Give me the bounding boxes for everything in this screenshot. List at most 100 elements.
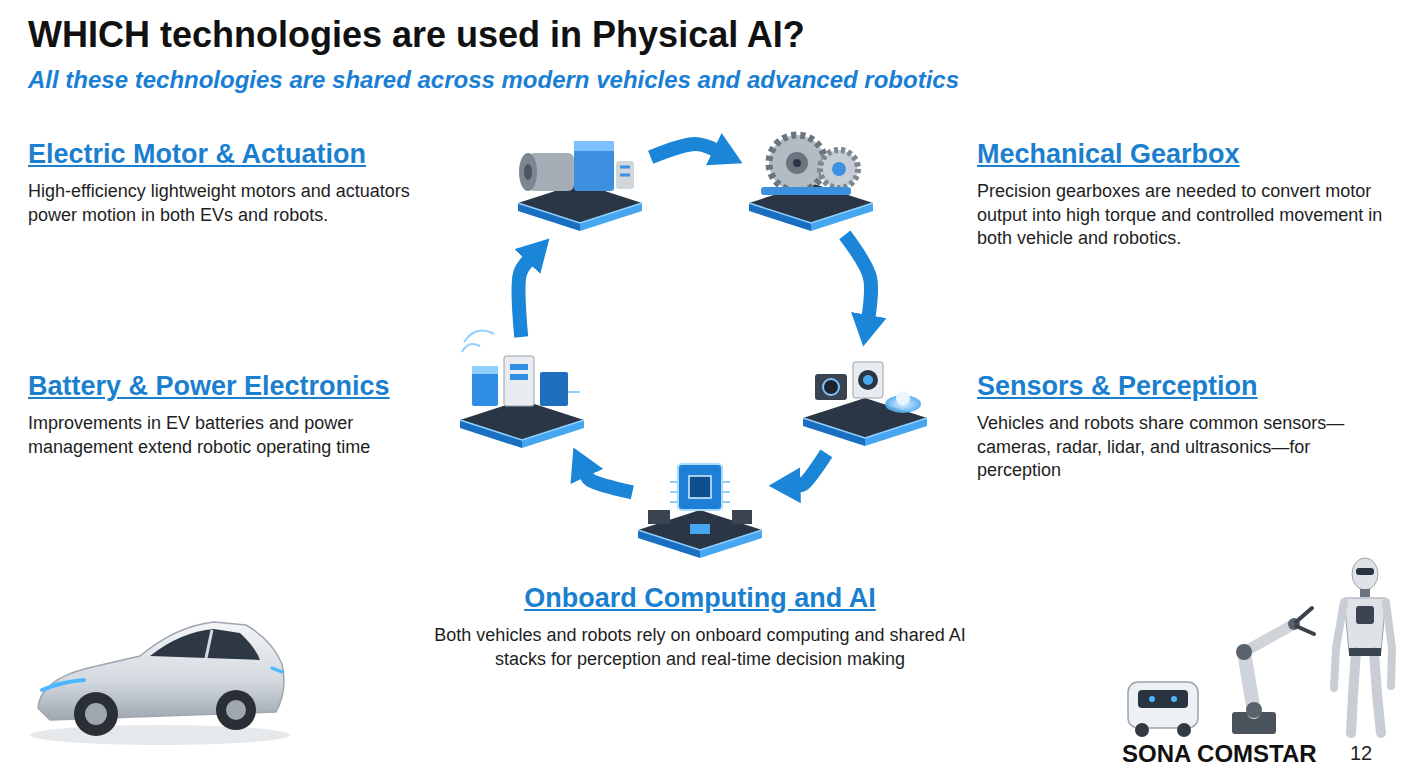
humanoid-robot — [1352, 558, 1378, 590]
motor-icon — [616, 161, 634, 189]
car-illustration — [206, 630, 212, 658]
car-illustration — [42, 680, 84, 690]
battery-icon — [504, 356, 534, 406]
technology-node: Mechanical GearboxPrecision gearboxes ar… — [752, 128, 870, 228]
delivery-robot — [1128, 682, 1198, 728]
battery-icon — [462, 330, 494, 352]
node-description: Improvements in EV batteries and power m… — [28, 412, 443, 459]
robot-arm — [1296, 626, 1314, 634]
delivery-robot — [1138, 690, 1188, 708]
gearbox-icon — [749, 183, 873, 231]
node-heading: Battery & Power Electronics — [28, 370, 443, 402]
motor-icon — [574, 141, 614, 151]
delivery-robot — [1171, 696, 1177, 702]
battery-icon — [460, 400, 584, 448]
humanoid-robot — [1356, 606, 1374, 624]
humanoid-robot — [1334, 602, 1344, 688]
cycle-arrow — [799, 453, 827, 485]
battery-icon — [540, 372, 568, 406]
robot-arm — [1236, 644, 1252, 660]
car-illustration — [150, 629, 260, 660]
car-illustration — [85, 703, 107, 725]
cycle-arrow — [651, 144, 716, 157]
computing-icon — [732, 510, 752, 524]
subtitle: All these technologies are shared across… — [28, 66, 959, 94]
humanoid-robot — [1351, 652, 1356, 733]
node-description: Both vehicles and robots rely on onboard… — [410, 624, 990, 671]
battery-icon — [472, 366, 498, 406]
humanoid-robot — [1386, 602, 1392, 686]
robot-arm — [1232, 608, 1314, 734]
node-text-group: Sensors & PerceptionVehicles and robots … — [977, 370, 1392, 483]
car-illustration — [74, 692, 118, 736]
battery-icon — [510, 374, 528, 380]
gearbox-icon — [786, 152, 808, 174]
node-description: Precision gearboxes are needed to conver… — [977, 180, 1392, 250]
page-number: 12 — [1350, 742, 1372, 765]
node-heading: Sensors & Perception — [977, 370, 1392, 402]
battery-icon — [472, 366, 498, 374]
node-heading: Onboard Computing and AI — [410, 582, 990, 614]
gearbox-icon — [749, 135, 873, 231]
computing-icon — [678, 464, 722, 510]
slide-title: WHICH technologies are used in Physical … — [28, 14, 805, 56]
node-text-group: Mechanical GearboxPrecision gearboxes ar… — [977, 138, 1392, 251]
sensors-icon — [896, 391, 910, 405]
motor-icon — [524, 164, 532, 180]
delivery-robot — [1149, 696, 1155, 702]
node-heading: Mechanical Gearbox — [977, 138, 1392, 170]
motor-icon — [620, 174, 630, 177]
humanoid-robot — [1349, 648, 1381, 656]
humanoid-robot — [1344, 598, 1386, 652]
motor-icon — [574, 141, 614, 191]
humanoid-robot — [1356, 568, 1374, 575]
motor-icon — [519, 153, 537, 191]
sensors-icon — [853, 362, 883, 398]
computing-icon — [689, 476, 711, 498]
computing-icon — [638, 510, 762, 558]
node-text-group: Electric Motor & ActuationHigh-efficienc… — [28, 138, 458, 227]
car-illustration — [272, 668, 282, 672]
humanoid-robot — [1334, 558, 1392, 733]
battery-icon — [460, 330, 584, 448]
car-illustration — [30, 725, 290, 745]
cycle-arrow — [586, 475, 632, 493]
robot-arm — [1246, 702, 1262, 718]
gearbox-icon — [793, 159, 801, 167]
gearbox-icon — [832, 162, 846, 176]
node-text-group: Battery & Power ElectronicsImprovements … — [28, 370, 443, 459]
computing-icon — [690, 524, 710, 534]
technology-node: Sensors & PerceptionVehicles and robots … — [808, 355, 923, 447]
gearbox-icon — [761, 187, 851, 195]
battery-icon — [510, 364, 528, 370]
robot-arm — [1244, 624, 1294, 652]
node-text-group: Onboard Computing and AI Both vehicles an… — [410, 582, 990, 671]
technology-node: Battery & Power ElectronicsImprovements … — [455, 345, 590, 445]
node-heading: Electric Motor & Actuation — [28, 138, 458, 170]
delivery-robot — [1177, 723, 1191, 737]
technology-node: Onboard Computing and AIBoth vehicles an… — [640, 465, 762, 560]
car-illustration — [216, 690, 256, 730]
delivery-robot — [1135, 723, 1149, 737]
sensors-icon — [863, 375, 873, 385]
sensors-icon — [823, 379, 839, 395]
sensors-icon — [858, 370, 878, 390]
brand-name: SONA COMSTAR — [1122, 740, 1317, 768]
humanoid-robot — [1360, 589, 1370, 597]
cycle-arrow — [845, 235, 871, 317]
battery-icon — [568, 391, 580, 393]
sensors-icon — [815, 374, 847, 400]
car-illustration — [30, 622, 290, 745]
sensors-icon — [803, 362, 927, 446]
node-description: Vehicles and robots share common sensors… — [977, 412, 1392, 482]
motor-icon — [518, 141, 642, 231]
technology-node: Electric Motor & ActuationHigh-efficienc… — [518, 128, 643, 228]
motor-icon — [620, 166, 630, 169]
cycle-arrow — [519, 260, 529, 337]
car-illustration — [226, 700, 246, 720]
robot-arm — [1296, 608, 1312, 622]
node-description: High-efficiency lightweight motors and a… — [28, 180, 458, 227]
humanoid-robot — [1374, 652, 1381, 733]
